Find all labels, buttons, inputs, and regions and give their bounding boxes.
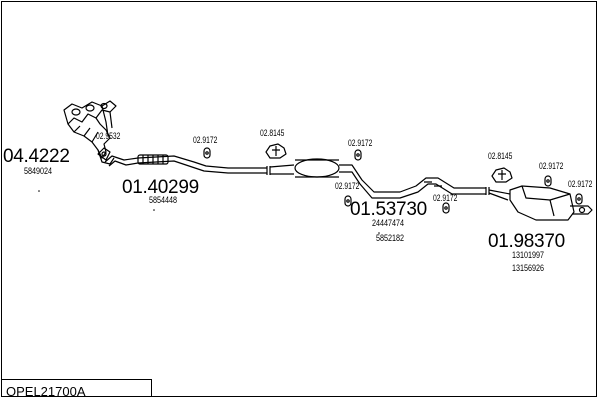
- clamp-2-icon: [491, 167, 513, 183]
- rear-silencer: [488, 185, 593, 221]
- gasket-label: 02.9532: [96, 131, 121, 141]
- rubber-mount-6-icon: [575, 193, 583, 205]
- rear-silencer-part-number: 01.98370: [488, 231, 565, 252]
- rubber-mount-1-label: 02.9172: [193, 135, 218, 145]
- rubber-mount-6-label: 02.9172: [568, 179, 593, 189]
- rubber-mount-1-icon: [203, 147, 211, 159]
- manifold-part-number: 04.4222: [3, 146, 70, 167]
- rear-silencer-ref-1: 13101997: [512, 250, 545, 260]
- front-pipe-part-number: 01.40299: [122, 177, 199, 198]
- rubber-mount-5-label: 02.9172: [539, 161, 564, 171]
- rubber-mount-2-label: 02.9172: [348, 138, 373, 148]
- clamp-2-label: 02.8145: [488, 151, 513, 161]
- gasket: [97, 147, 111, 161]
- front-pipe: [104, 154, 271, 175]
- rubber-mount-3-label: 02.9172: [335, 181, 360, 191]
- rubber-mount-4-label: 02.9172: [433, 193, 458, 203]
- rubber-mount-5-icon: [544, 175, 552, 187]
- rubber-mount-4-icon: [442, 202, 450, 214]
- middle-silencer-ref-1: 24447474: [372, 218, 405, 228]
- assembly-code: OPEL21700A: [2, 379, 152, 396]
- clamp-1-label: 02.8145: [260, 128, 285, 138]
- rubber-mount-3-icon: [344, 195, 352, 207]
- rubber-mount-2-icon: [354, 149, 362, 161]
- front-pipe-ref: 5854448: [149, 195, 178, 205]
- rear-silencer-ref-2: 13156926: [512, 263, 545, 273]
- middle-pipe: [269, 158, 490, 199]
- clamp-1-icon: [265, 143, 287, 159]
- manifold-ref: 5849024: [24, 166, 53, 176]
- middle-silencer-ref-2: 5852182: [376, 233, 405, 243]
- exhaust-manifold: [63, 100, 117, 165]
- exhaust-drawing: [38, 100, 593, 234]
- middle-silencer-part-number: 01.53730: [350, 199, 427, 220]
- reference-dots: [38, 190, 380, 234]
